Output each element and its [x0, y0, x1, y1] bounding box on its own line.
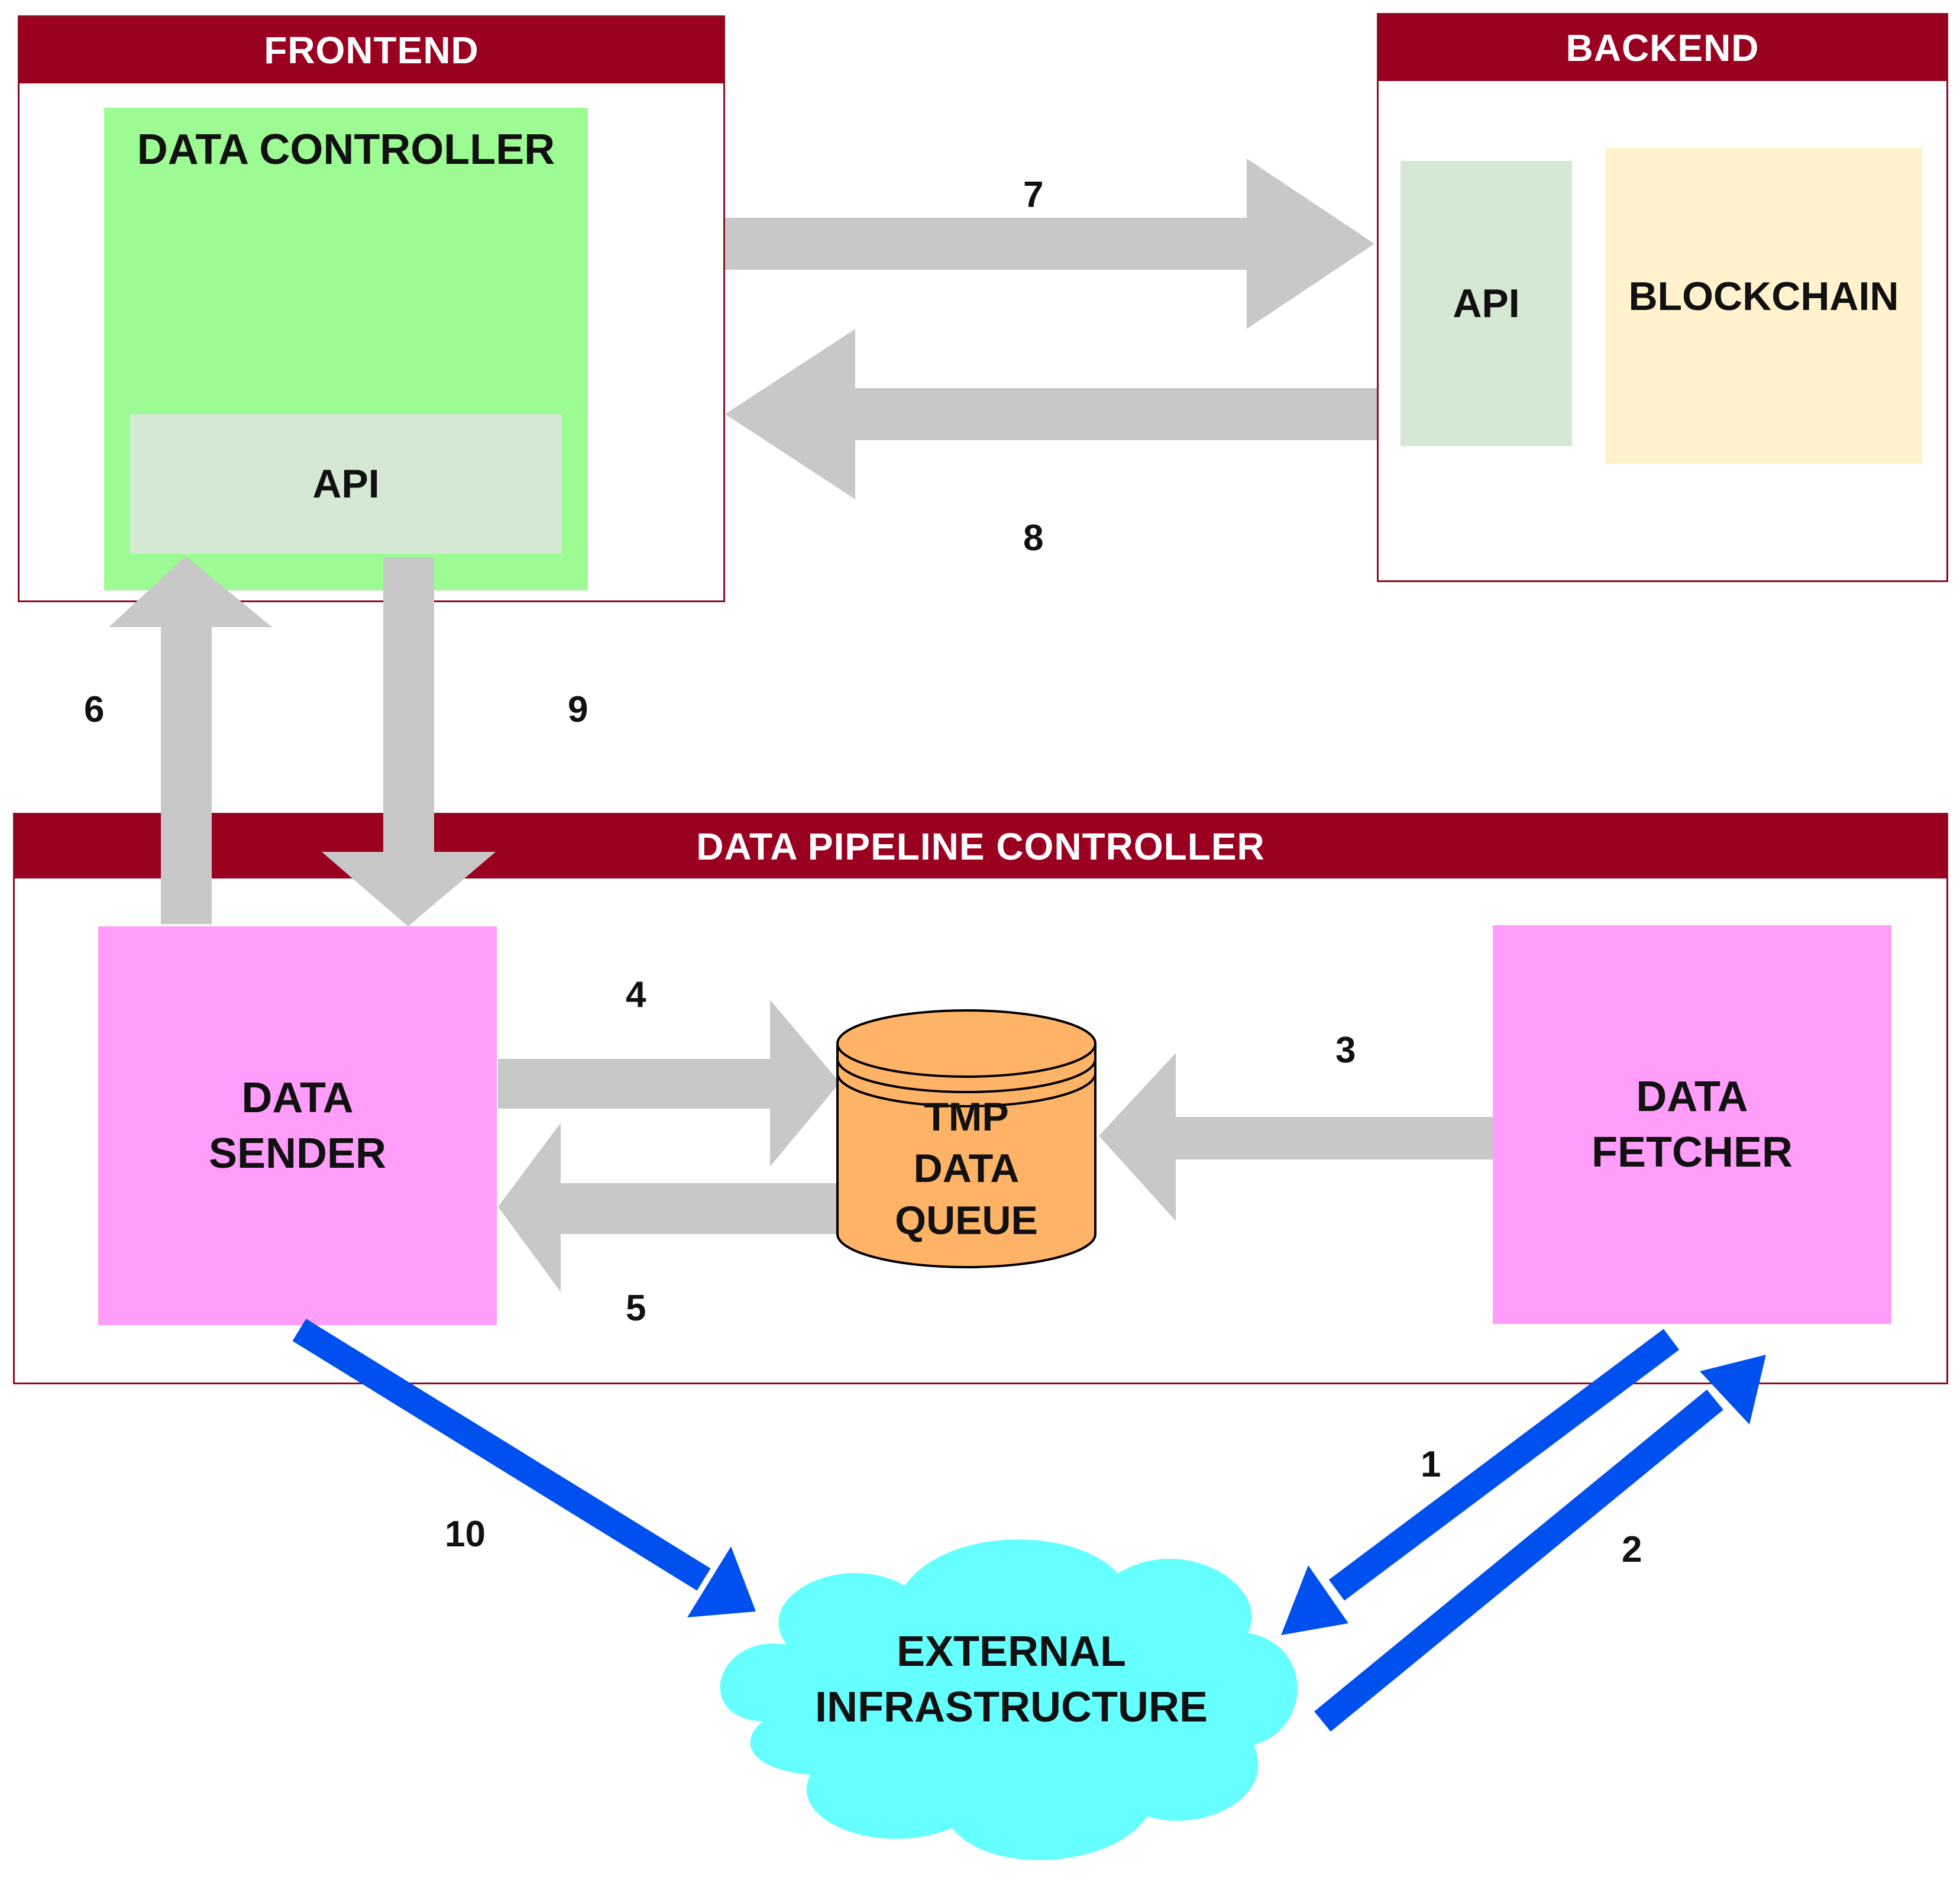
arrow-6-sender-to-api [109, 556, 272, 924]
step-1-label: 1 [1421, 1444, 1441, 1485]
step-2-label: 2 [1622, 1529, 1642, 1570]
arrow-2-external-to-fetcher [1314, 1355, 1766, 1732]
arrow-3-fetcher-to-queue [1099, 1053, 1493, 1221]
arrow-9-api-to-sender [322, 557, 496, 926]
step-10-label: 10 [445, 1514, 486, 1555]
backend-api-box[interactable]: API [1401, 161, 1572, 446]
frontend-title: FRONTEND [20, 17, 723, 83]
frontend-api-box[interactable]: API [130, 414, 562, 554]
pipeline-title: DATA PIPELINE CONTROLLER [15, 815, 1946, 878]
data-fetcher-box[interactable]: DATA FETCHER [1493, 925, 1891, 1324]
arrow-5-queue-to-sender [498, 1123, 836, 1292]
external-infrastructure-label: EXTERNAL INFRASTRUCTURE [815, 1628, 1208, 1731]
step-9-label: 9 [568, 689, 588, 730]
arrow-10-sender-to-external [292, 1319, 756, 1617]
step-3-label: 3 [1335, 1030, 1356, 1071]
arrow-4-sender-to-queue [498, 1000, 840, 1167]
backend-title: BACKEND [1379, 15, 1946, 81]
tmp-data-queue-cylinder[interactable] [836, 1009, 1097, 1268]
arrow-7-frontend-to-backend [725, 159, 1374, 329]
tmp-data-queue-label: TMP DATA QUEUE [895, 1094, 1038, 1243]
step-7-label: 7 [1023, 175, 1044, 215]
step-8-label: 8 [1023, 518, 1044, 558]
arrow-1-fetcher-to-external [1281, 1329, 1680, 1635]
data-sender-box[interactable]: DATA SENDER [98, 926, 497, 1325]
step-5-label: 5 [626, 1288, 646, 1329]
arrow-8-backend-to-frontend [725, 329, 1377, 499]
blockchain-box[interactable]: BLOCKCHAIN [1605, 148, 1922, 464]
external-infrastructure-cloud[interactable] [720, 1539, 1298, 1861]
data-controller-label: DATA CONTROLLER [137, 126, 555, 173]
step-6-label: 6 [84, 689, 105, 730]
step-4-label: 4 [626, 974, 646, 1015]
